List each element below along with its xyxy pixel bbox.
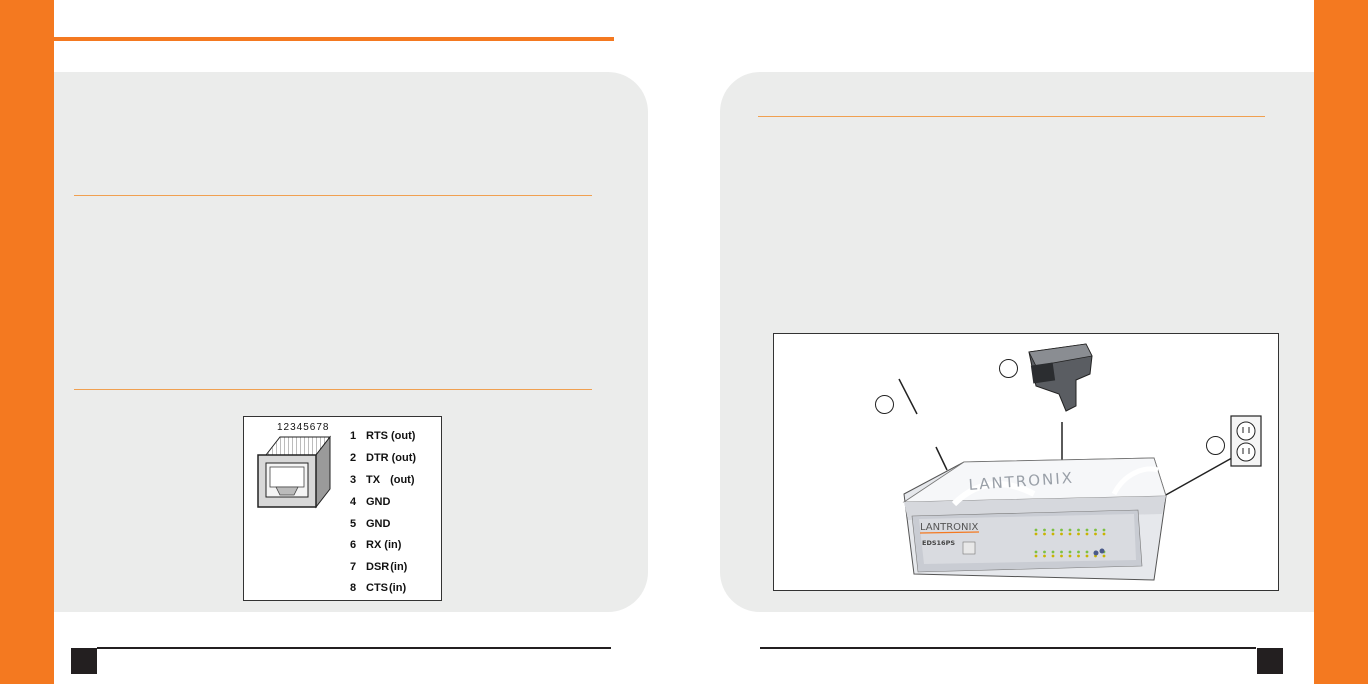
- page-number-box-right: [1257, 648, 1283, 674]
- led-indicator: [1077, 550, 1080, 554]
- device-illustration: LANTRONIX LANTRONIX EDS16PS: [898, 343, 1262, 581]
- barcode-scanner-icon: [1028, 343, 1093, 412]
- section-rule-1: [74, 195, 592, 196]
- callout-circle-1: [875, 395, 894, 414]
- reset-button-icon: [1093, 550, 1099, 556]
- led-indicator: [1102, 528, 1106, 532]
- led-indicator: [1094, 532, 1097, 536]
- led-indicator: [1085, 528, 1089, 532]
- led-indicator: [1102, 554, 1106, 558]
- led-indicator: [1068, 532, 1072, 536]
- section-rule-2: [74, 389, 592, 390]
- led-indicator: [1051, 532, 1055, 536]
- led-indicator: [1034, 550, 1038, 554]
- status-leds: [1034, 528, 1106, 558]
- led-indicator: [1068, 554, 1072, 558]
- left-edge-bar: [0, 0, 54, 684]
- led-indicator: [1051, 554, 1055, 558]
- led-indicator: [1102, 532, 1106, 536]
- led-indicator: [1068, 528, 1072, 532]
- rj45-jack-icon: [257, 435, 332, 509]
- callout-circle-2: [999, 359, 1018, 378]
- pin-number-header: 12345678: [277, 422, 330, 433]
- led-indicator: [1085, 532, 1089, 536]
- led-indicator: [1051, 550, 1055, 554]
- callout-circle-3: [1206, 436, 1225, 455]
- page-number-box-left: [71, 648, 97, 674]
- led-indicator: [1051, 528, 1055, 532]
- led-indicator: [1060, 550, 1063, 554]
- power-outlet-icon: [1230, 415, 1262, 467]
- device-connection-diagram: LANTRONIX LANTRONIX EDS16PS: [773, 333, 1279, 591]
- led-indicator: [1077, 528, 1080, 532]
- brand-front-text: LANTRONIX: [920, 522, 978, 533]
- led-indicator: [1043, 532, 1046, 536]
- right-edge-bar: [1314, 0, 1368, 684]
- lantronix-device: LANTRONIX LANTRONIX EDS16PS: [902, 457, 1167, 581]
- model-text: EDS16PS: [922, 539, 955, 547]
- led-indicator: [1060, 532, 1063, 536]
- network-port-icon: [962, 541, 976, 555]
- led-indicator: [1085, 550, 1089, 554]
- led-indicator: [1034, 532, 1038, 536]
- footer-rule-left: [97, 647, 611, 649]
- led-indicator: [1077, 532, 1080, 536]
- footer-rule-right: [760, 647, 1256, 649]
- header-rule: [54, 37, 614, 41]
- led-indicator: [1034, 528, 1038, 532]
- led-indicator: [1060, 528, 1063, 532]
- led-indicator: [1085, 554, 1089, 558]
- led-indicator: [1068, 550, 1072, 554]
- led-indicator: [1034, 554, 1038, 558]
- led-indicator: [1043, 554, 1046, 558]
- led-indicator: [1043, 528, 1046, 532]
- led-indicator: [1060, 554, 1063, 558]
- led-indicator: [1077, 554, 1080, 558]
- led-indicator: [1043, 550, 1046, 554]
- led-indicator: [1094, 528, 1097, 532]
- section-rule-right: [758, 116, 1265, 117]
